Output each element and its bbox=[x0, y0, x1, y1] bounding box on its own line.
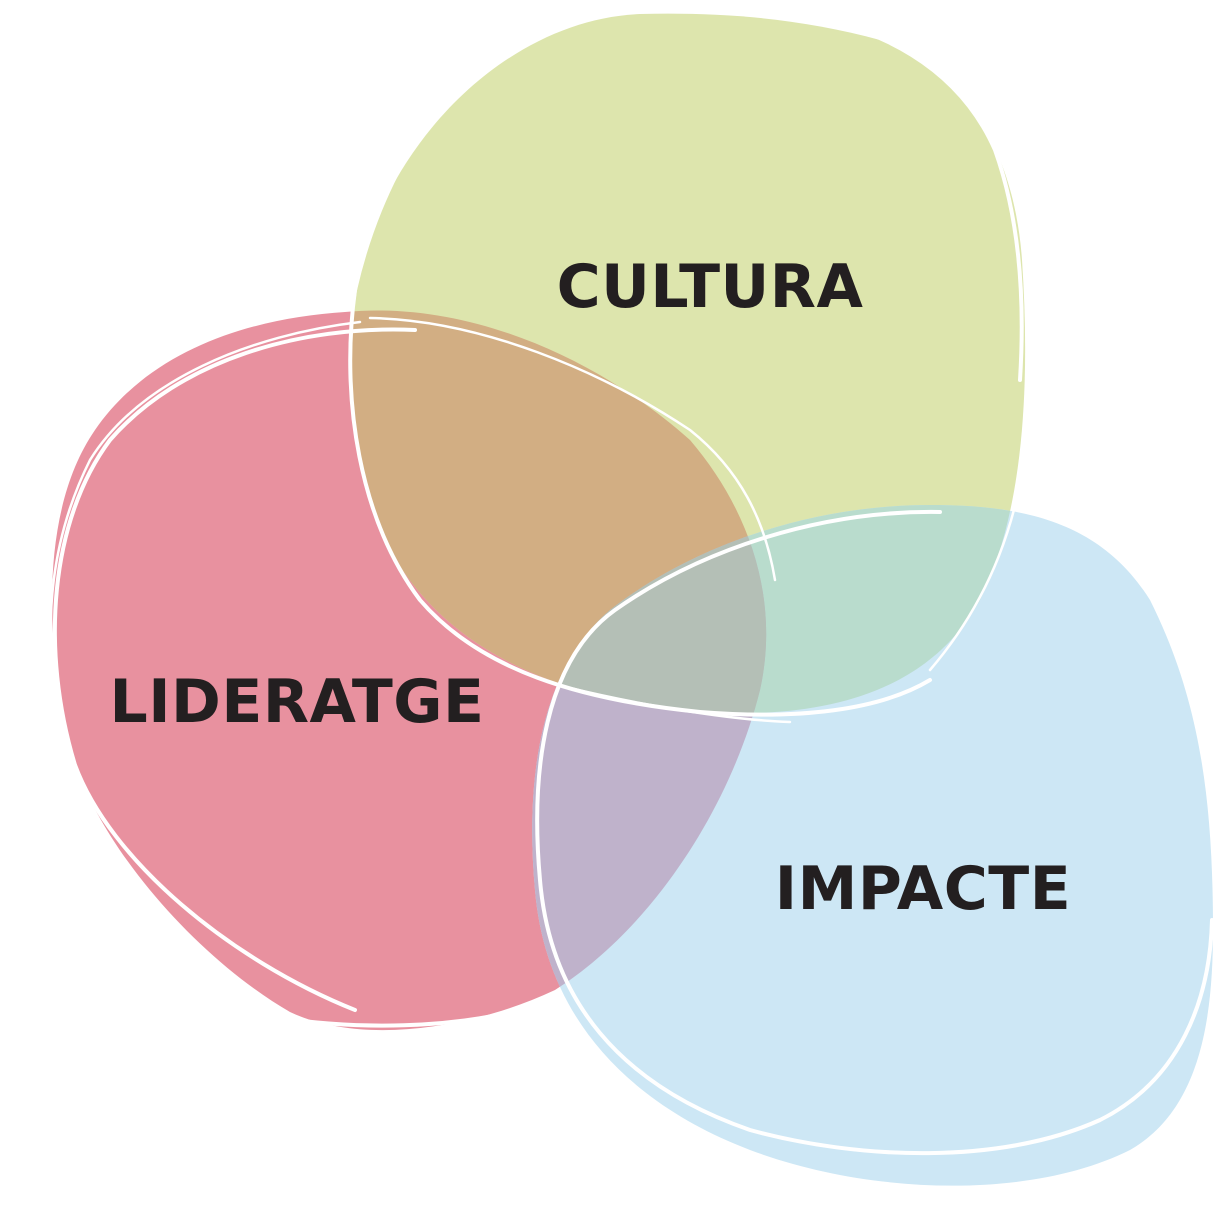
sketch-outlines bbox=[49, 6, 1213, 1156]
cultura-label: CULTURA bbox=[557, 252, 864, 322]
impacte-label: IMPACTE bbox=[775, 854, 1071, 924]
lideratge-label: LIDERATGE bbox=[110, 667, 485, 737]
